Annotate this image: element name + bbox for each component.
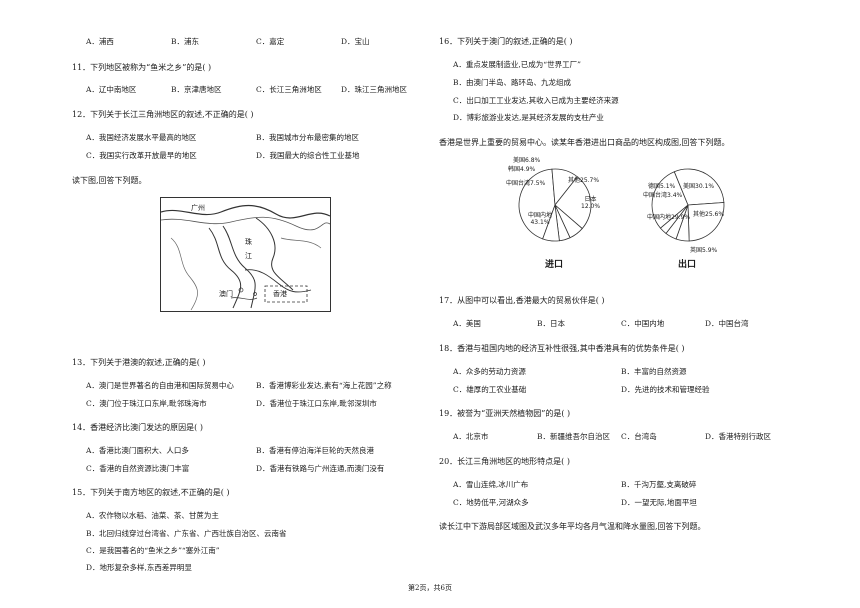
export-label-other: 其他25.6% xyxy=(693,211,725,218)
import-label-japan: 日本 12.0% xyxy=(581,196,601,210)
q19-option-c: C．台湾岛 xyxy=(621,432,657,441)
q16-option-c: C．出口加工工业发达,其收入已成为主要经济来源 xyxy=(453,96,619,105)
pie-export-slice-5 xyxy=(659,204,689,235)
import-label-korea: 韩国4.9% xyxy=(508,166,536,173)
import-pie-title: 进口 xyxy=(545,260,564,270)
map-label-hongkong: 香港 xyxy=(273,290,287,298)
pearl-river-delta-map: 广州 珠 江 澳门 香港 xyxy=(160,197,331,312)
q17-stem: 17．从图中可以看出,香港最大的贸易伙伴是( ) xyxy=(439,296,605,305)
q20-option-d: D．一望无际,地面平坦 xyxy=(621,498,697,507)
pie-export-slice-2 xyxy=(687,202,725,242)
map-label-macau: 澳门 xyxy=(219,290,233,298)
q20-option-a: A．雪山连绵,冰川广布 xyxy=(453,480,529,489)
pie-export-slice-1 xyxy=(673,168,725,206)
q20-option-c: C．地势低平,河湖众多 xyxy=(453,498,529,507)
q18-stem: 18．香港与祖国内地的经济互补性很强,其中香港具有的优势条件是( ) xyxy=(439,344,685,353)
q18-option-d: D．先进的技术和管理经验 xyxy=(621,385,710,394)
import-label-taiwan: 中国台湾7.5% xyxy=(506,180,546,187)
closing-intro: 读长江中下游局部区域图及武汉多年平均各月气温和降水量图,回答下列题。 xyxy=(439,522,706,531)
q12-option-c: C．我国实行改革开放最早的地区 xyxy=(86,151,197,160)
q11-option-b: B．京津唐地区 xyxy=(171,85,222,94)
export-label-germany: 德国5.1% xyxy=(648,183,676,190)
pie-import-slice-2 xyxy=(554,176,592,230)
q18-option-a: A．众多的劳动力资源 xyxy=(453,367,526,376)
q11-stem: 11．下列地区被称为“鱼米之乡”的是( ) xyxy=(72,63,212,72)
import-label-usa: 美国6.8% xyxy=(513,157,541,164)
import-label-other: 其他25.7% xyxy=(568,177,600,184)
q14-option-b: B．香港有停泊海洋巨轮的天然良港 xyxy=(256,446,375,455)
q18-option-c: C．雄厚的工农业基础 xyxy=(453,385,527,394)
q15-stem: 15．下列关于南方地区的叙述,不正确的是( ) xyxy=(72,488,230,497)
q17-option-a: A．美国 xyxy=(453,319,481,328)
q19-option-b: B．新疆维吾尔自治区 xyxy=(537,432,611,441)
q12-option-a: A．我国经济发展水平最高的地区 xyxy=(86,133,197,142)
q19-stem: 19．被誉为“亚洲天然植物园”的是( ) xyxy=(439,409,571,418)
q18-option-b: B．丰富的自然资源 xyxy=(621,367,687,376)
q10-option-b: B．浦东 xyxy=(171,37,200,46)
q19-option-d: D．香港特别行政区 xyxy=(705,432,772,441)
q12-stem: 12．下列关于长江三角洲地区的叙述,不正确的是( ) xyxy=(72,110,254,119)
map-drawing xyxy=(161,204,330,311)
q10-option-d: D．宝山 xyxy=(341,37,370,46)
q15-option-b: B．北回归线穿过台湾省、广东省、广西壮族自治区、云南省 xyxy=(86,529,287,538)
q16-option-d: D．博彩旅游业发达,是其经济发展的支柱产业 xyxy=(453,113,604,122)
q12-option-b: B．我国城市分布最密集的地区 xyxy=(256,133,360,142)
q19-option-a: A．北京市 xyxy=(453,432,489,441)
chart-intro: 香港是世界上重要的贸易中心。读某年香港进出口商品的地区构成图,回答下列题。 xyxy=(439,138,730,147)
q17-option-c: C．中国内地 xyxy=(621,319,665,328)
q13-option-b: B．香港博彩业发达,素有“海上花园”之称 xyxy=(256,381,392,390)
q13-option-d: D．香港位于珠江口东岸,毗邻深圳市 xyxy=(256,399,377,408)
q13-option-a: A．澳门是世界著名的自由港和国际贸易中心 xyxy=(86,381,234,390)
pie-import-slice-0 xyxy=(518,168,556,240)
pie-export-slice-0 xyxy=(651,171,689,229)
q16-option-b: B．由澳门半岛、路环岛、九龙组成 xyxy=(453,78,572,87)
q16-stem: 16．下列关于澳门的叙述,正确的是( ) xyxy=(439,37,573,46)
q14-option-a: A．香港比澳门面积大、人口多 xyxy=(86,446,189,455)
map-intro: 读下图,回答下列题。 xyxy=(72,176,147,185)
q14-option-d: D．香港有铁路与广州连通,而澳门没有 xyxy=(256,464,385,473)
q20-stem: 20．长江三角洲地区的地形特点是( ) xyxy=(439,457,570,466)
export-label-uk: 英国5.9% xyxy=(690,247,718,254)
import-pie-svg xyxy=(518,168,592,242)
q12-option-d: D．我国最大的综合性工业基地 xyxy=(256,151,360,160)
q13-stem: 13．下列关于港澳的叙述,正确的是( ) xyxy=(72,358,206,367)
q16-option-a: A．重点发展制造业,已成为“世界工厂” xyxy=(453,60,581,69)
q14-option-c: C．香港的自然资源比澳门丰富 xyxy=(86,464,190,473)
export-pie-svg xyxy=(651,168,725,242)
import-label-mainland: 中国内地 43.1% xyxy=(528,212,553,226)
q13-option-c: C．澳门位于珠江口东岸,毗邻珠海市 xyxy=(86,399,207,408)
page-footer: 第2页，共6页 xyxy=(408,584,452,592)
q11-option-d: D．珠江三角洲地区 xyxy=(341,85,408,94)
map-label-jiang: 江 xyxy=(245,252,252,260)
q10-option-c: C．嘉定 xyxy=(256,37,285,46)
q11-option-c: C．长江三角洲地区 xyxy=(256,85,322,94)
q17-option-b: B．日本 xyxy=(537,319,566,328)
export-label-taiwan: 中国台湾3.4% xyxy=(643,192,683,199)
map-label-guangzhou: 广州 xyxy=(191,204,205,212)
export-label-usa: 美国30.1% xyxy=(683,183,715,190)
export-label-mainland: 中国内地29.9% xyxy=(647,214,691,221)
export-pie-chart: 出口 xyxy=(638,155,738,270)
export-pie-title: 出口 xyxy=(678,260,697,270)
q17-option-d: D．中国台湾 xyxy=(705,319,749,328)
import-pie-chart: 进口 xyxy=(505,155,605,270)
map-label-zhu: 珠 xyxy=(245,238,252,246)
q20-option-b: B．千沟万壑,支离破碎 xyxy=(621,480,697,489)
q10-option-a: A．浦西 xyxy=(86,37,114,46)
q15-option-a: A．农作物以水稻、油菜、茶、甘蔗为主 xyxy=(86,511,219,520)
q14-stem: 14．香港经济比澳门发达的原因是( ) xyxy=(72,423,203,432)
q15-option-c: C．是我国著名的“鱼米之乡”“塞外江南” xyxy=(86,546,220,555)
q15-option-d: D．地形复杂多样,东西差异明显 xyxy=(86,563,192,572)
q11-option-a: A．辽中南地区 xyxy=(86,85,137,94)
pie-import-slice-5 xyxy=(542,204,560,242)
